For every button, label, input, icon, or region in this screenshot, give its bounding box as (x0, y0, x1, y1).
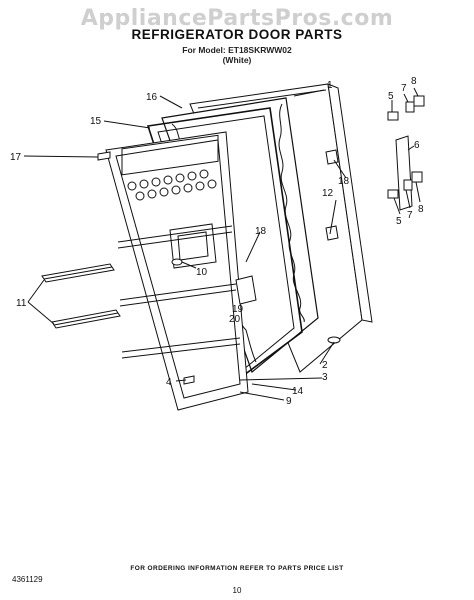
callout-5-top: 5 (388, 91, 394, 102)
shelf-bars (41, 263, 121, 329)
callout-6: 6 (414, 140, 420, 151)
callout-17: 17 (10, 152, 22, 163)
door-liner (105, 131, 249, 411)
callout-9: 9 (286, 396, 292, 407)
callout-8-top: 8 (411, 76, 417, 87)
hinge-pin (327, 336, 341, 344)
page-number: 10 (232, 586, 242, 595)
hinge-assembly-bottom (387, 171, 423, 199)
screw-17 (97, 151, 111, 161)
ordering-note: FOR ORDERING INFORMATION REFER TO PARTS … (130, 565, 344, 572)
leader-lines (23, 87, 421, 401)
model-line: For Model: ET18SKRWW02 (182, 45, 292, 55)
hinge-assembly-top (387, 95, 425, 211)
callout-19: 19 (232, 304, 244, 315)
callout-5-bottom: 5 (396, 216, 402, 227)
callout-7-bottom: 7 (407, 210, 413, 221)
watermark: AppliancePartsPros.com (80, 6, 394, 31)
callout-4: 4 (166, 377, 172, 388)
callout-3: 3 (322, 372, 328, 383)
callout-20: 20 (229, 314, 241, 325)
callout-15: 15 (90, 116, 102, 127)
callout-12: 12 (322, 188, 334, 199)
callout-2: 2 (322, 360, 328, 371)
callout-18-right: 18 (338, 176, 350, 187)
bracket-19-20 (235, 275, 257, 305)
callout-1: 1 (327, 80, 333, 91)
color-line: (White) (222, 55, 252, 65)
page-title: REFRIGERATOR DOOR PARTS (131, 27, 343, 42)
door-stops (325, 149, 339, 241)
document-number: 4361129 (12, 575, 43, 584)
callout-16: 16 (146, 92, 158, 103)
callout-7-top: 7 (401, 83, 407, 94)
callout-18-center: 18 (255, 226, 267, 237)
callout-14: 14 (292, 386, 304, 397)
callout-10: 10 (196, 267, 208, 278)
callout-8-bottom: 8 (418, 204, 424, 215)
screw-4 (183, 375, 195, 385)
callout-11: 11 (16, 298, 27, 309)
